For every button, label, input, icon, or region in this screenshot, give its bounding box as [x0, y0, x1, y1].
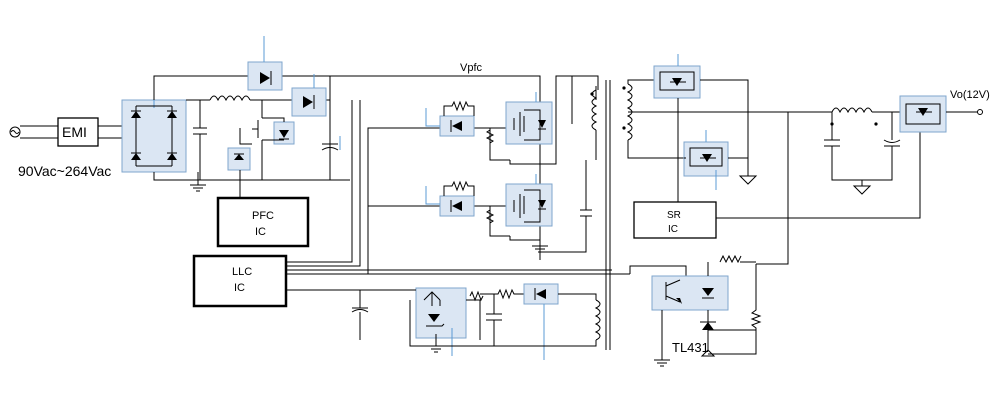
- pfc-mosfet: [252, 100, 295, 160]
- pfc-ic-label-1: PFC: [252, 210, 274, 222]
- sense-resistor: [480, 288, 524, 300]
- ground-symbol-sr: [738, 170, 758, 185]
- ground-symbol-llc: [532, 240, 548, 253]
- ground-symbol-opto: [654, 310, 670, 367]
- sr-ic-label-2: IC: [668, 224, 678, 235]
- vpfc-label: Vpfc: [460, 62, 483, 74]
- pfc-ic: [216, 196, 310, 248]
- transformer-core: [605, 80, 611, 350]
- sense-capacitor: [409, 294, 502, 347]
- sr-ic: [633, 201, 717, 239]
- input-capacitor: [193, 100, 207, 180]
- sr-ic-label-1: SR: [667, 210, 681, 221]
- input-range-label: 90Vac~264Vac: [18, 163, 111, 179]
- pfc-ic-label-2: IC: [255, 226, 266, 238]
- gate-resistor-high: [443, 100, 475, 116]
- bulk-capacitor: [321, 130, 339, 180]
- emi-label: EMI: [62, 124, 87, 140]
- output-terminal: [977, 109, 983, 115]
- llc-mosfet-high: [505, 101, 553, 145]
- output-inductor: [831, 107, 873, 114]
- ac-source-symbol: [9, 126, 21, 138]
- vout-label: Vo(12V): [950, 89, 990, 101]
- resonant-inductor: [591, 89, 598, 131]
- optocoupler: [651, 275, 729, 311]
- emi-filter-block: [57, 117, 99, 147]
- ss-capacitor: [351, 290, 369, 340]
- resonant-capacitor: [540, 160, 592, 253]
- llc-ic-label-1: LLC: [232, 266, 252, 278]
- ground-symbol: [190, 180, 206, 192]
- sense-transistor-block: [415, 287, 467, 339]
- gate-resistor-low: [443, 180, 475, 196]
- aux-winding: [594, 299, 601, 341]
- output-capacitors: [824, 112, 901, 181]
- tl431-label: TL431: [672, 340, 709, 355]
- tl431-symbol: [702, 322, 714, 330]
- feedback-resistors: [708, 264, 762, 355]
- llc-ic-label-2: IC: [234, 282, 245, 294]
- llc-ic: [192, 254, 288, 308]
- ground-symbol-out: [852, 180, 872, 195]
- pfc-inductor: [209, 95, 251, 102]
